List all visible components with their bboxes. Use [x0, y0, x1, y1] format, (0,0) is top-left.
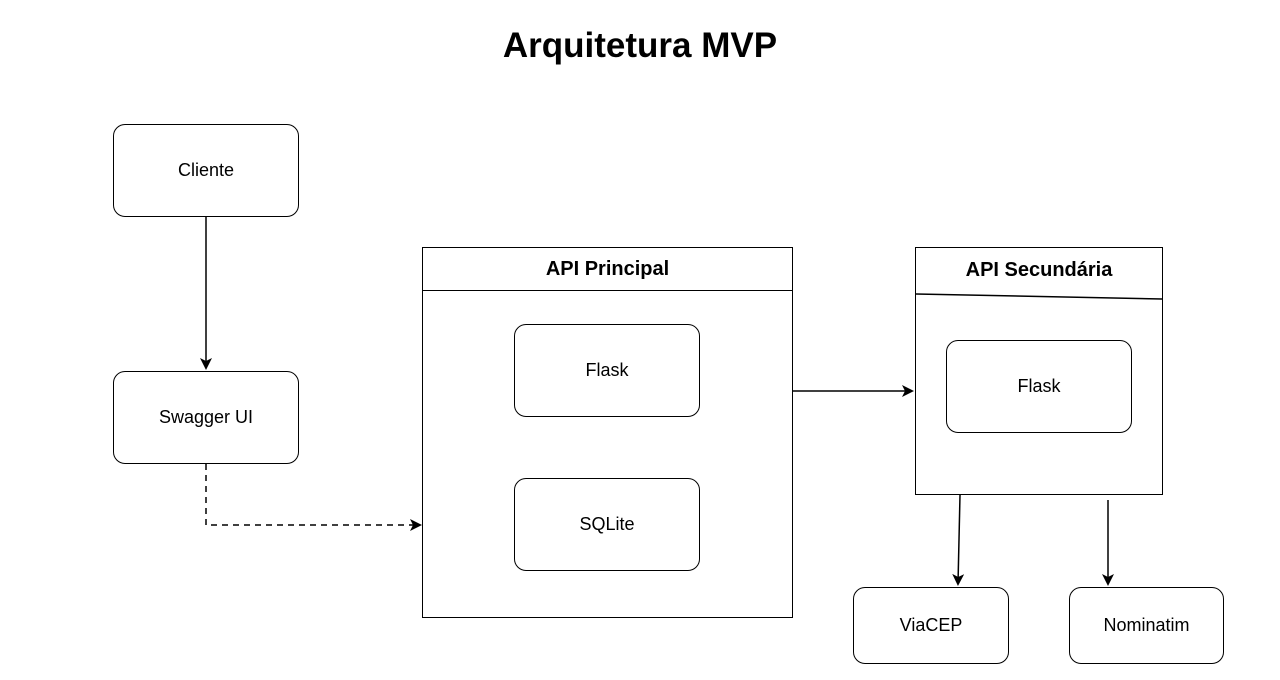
container-api-secundaria-title: API Secundária [965, 259, 1113, 281]
edge-swagger-to-api-principal [205, 464, 422, 531]
node-viacep-label: ViaCEP [899, 615, 963, 635]
node-nominatim-label: Nominatim [1103, 615, 1190, 635]
container-api-principal-title: API Principal [545, 258, 670, 280]
container-api-secundaria[interactable]: API Secundária [915, 247, 1163, 495]
container-api-principal[interactable]: API Principal [422, 247, 793, 618]
node-flask-principal[interactable]: Flask [514, 324, 700, 417]
node-nominatim[interactable]: Nominatim [1069, 587, 1224, 664]
diagram-title: Arquitetura MVP [502, 26, 778, 65]
node-viacep[interactable]: ViaCEP [853, 587, 1009, 664]
node-swagger-ui[interactable]: Swagger UI [113, 371, 299, 464]
container-api-secundaria-header: API Secundária [916, 248, 1162, 294]
node-cliente[interactable]: Cliente [113, 124, 299, 217]
node-swagger-ui-label: Swagger UI [158, 407, 254, 427]
container-api-principal-header: API Principal [423, 248, 792, 291]
node-cliente-label: Cliente [177, 160, 235, 180]
node-sqlite-label: SQLite [579, 514, 635, 534]
node-sqlite[interactable]: SQLite [514, 478, 700, 571]
node-flask-secundaria[interactable]: Flask [946, 340, 1132, 433]
node-flask-principal-label: Flask [585, 360, 629, 380]
edge-api-secundaria-to-viacep [952, 494, 965, 586]
node-flask-secundaria-label: Flask [1017, 376, 1061, 396]
